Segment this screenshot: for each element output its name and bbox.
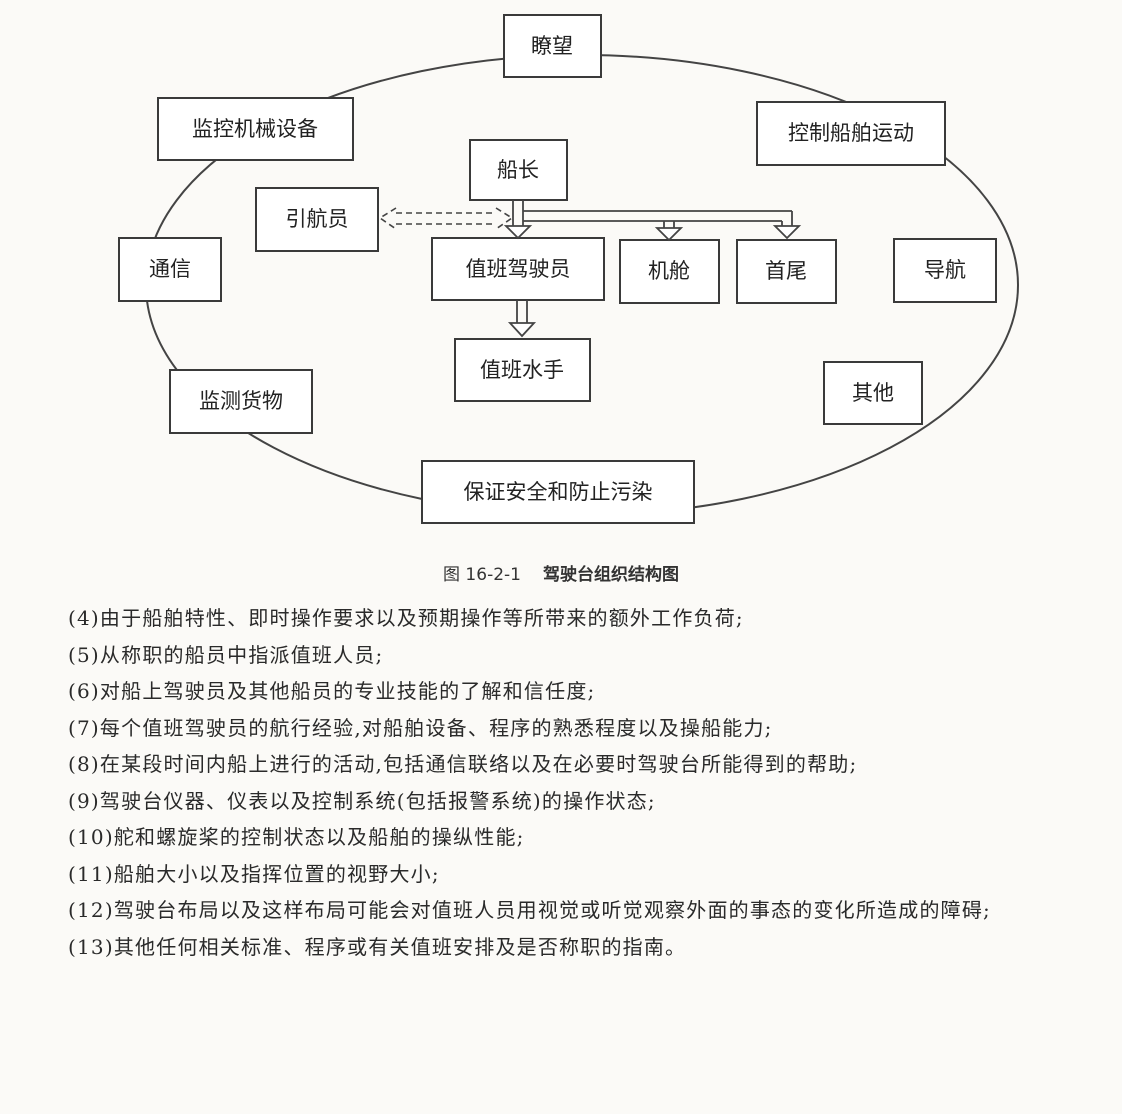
monitor-machinery-label: 监控机械设备 [192, 117, 318, 141]
figure-number: 图 16-2-1 [443, 565, 521, 585]
figure-caption: 图 16-2-1 驾驶台组织结构图 [0, 560, 1122, 585]
bow-stern-label: 首尾 [765, 259, 807, 283]
paragraph-7: (7)每个值班驾驶员的航行经验,对船舶设备、程序的熟悉程度以及操船能力; [68, 715, 773, 740]
monitor-cargo-label: 监测货物 [199, 389, 283, 413]
paragraph-9: (9)驾驶台仪器、仪表以及控制系统(包括报警系统)的操作状态; [68, 788, 656, 813]
navigation-label: 导航 [924, 258, 966, 282]
safety-pollution-box: 保证安全和防止污染 [421, 460, 695, 524]
lookout-box: 瞭望 [503, 14, 602, 78]
arrow-heads [503, 225, 802, 242]
sailor-box: 值班水手 [454, 338, 591, 402]
captain-connectors [512, 200, 793, 228]
communication-label: 通信 [149, 257, 191, 281]
organization-diagram: 瞭望 监控机械设备 控制船舶运动 通信 导航 监测货物 其他 保证安全和防止污染… [118, 14, 1019, 524]
paragraph-5: (5)从称职的船员中指派值班人员; [68, 642, 384, 667]
pilot-box: 引航员 [255, 187, 379, 252]
monitor-cargo-box: 监测货物 [169, 369, 313, 434]
arrow-to-engine-icon [654, 227, 684, 242]
engine-room-box: 机舱 [619, 239, 720, 304]
figure-title: 驾驶台组织结构图 [542, 565, 679, 585]
paragraph-8: (8)在某段时间内船上进行的活动,包括通信联络以及在必要时驾驶台所能得到的帮助; [68, 752, 858, 776]
pilot-label: 引航员 [286, 207, 349, 231]
paragraph-11: (11)船舶大小以及指挥位置的视野大小; [68, 861, 440, 886]
safety-pollution-label: 保证安全和防止污染 [464, 480, 653, 504]
monitor-machinery-box: 监控机械设备 [157, 97, 354, 161]
paragraph-13: (13)其他任何相关标准、程序或有关值班安排及是否称职的指南。 [68, 934, 687, 959]
arrow-to-bow-stern-icon [772, 225, 802, 240]
officer-of-watch-label: 值班驾驶员 [466, 257, 571, 281]
engine-room-label: 机舱 [648, 259, 690, 283]
bow-stern-box: 首尾 [736, 239, 837, 304]
officer-of-watch-box: 值班驾驶员 [431, 237, 605, 301]
captain-label: 船长 [497, 158, 539, 182]
officer-to-sailor-arrow [507, 300, 537, 338]
pilot-dashed-arrow [378, 207, 514, 230]
paragraph-4: (4)由于船舶特性、即时操作要求以及预期操作等所带来的额外工作负荷; [68, 606, 744, 630]
communication-box: 通信 [118, 237, 222, 302]
control-ship-motion-label: 控制船舶运动 [788, 121, 914, 145]
arrow-to-officer-icon [503, 225, 533, 240]
paragraph-6: (6)对船上驾驶员及其他船员的专业技能的了解和信任度; [68, 679, 596, 703]
lookout-label: 瞭望 [531, 34, 573, 58]
other-box: 其他 [823, 361, 923, 425]
control-ship-motion-box: 控制船舶运动 [756, 101, 946, 166]
paragraph-10: (10)舵和螺旋桨的控制状态以及船舶的操纵性能; [68, 825, 525, 849]
other-label: 其他 [852, 381, 894, 405]
captain-box: 船长 [469, 139, 568, 201]
paragraph-12: (12)驾驶台布局以及这样布局可能会对值班人员用视觉或听觉观察外面的事态的变化所… [68, 898, 991, 922]
body-text: (4)由于船舶特性、即时操作要求以及预期操作等所带来的额外工作负荷; (5)从称… [10, 600, 1112, 965]
navigation-box: 导航 [893, 238, 997, 303]
sailor-label: 值班水手 [480, 358, 564, 382]
